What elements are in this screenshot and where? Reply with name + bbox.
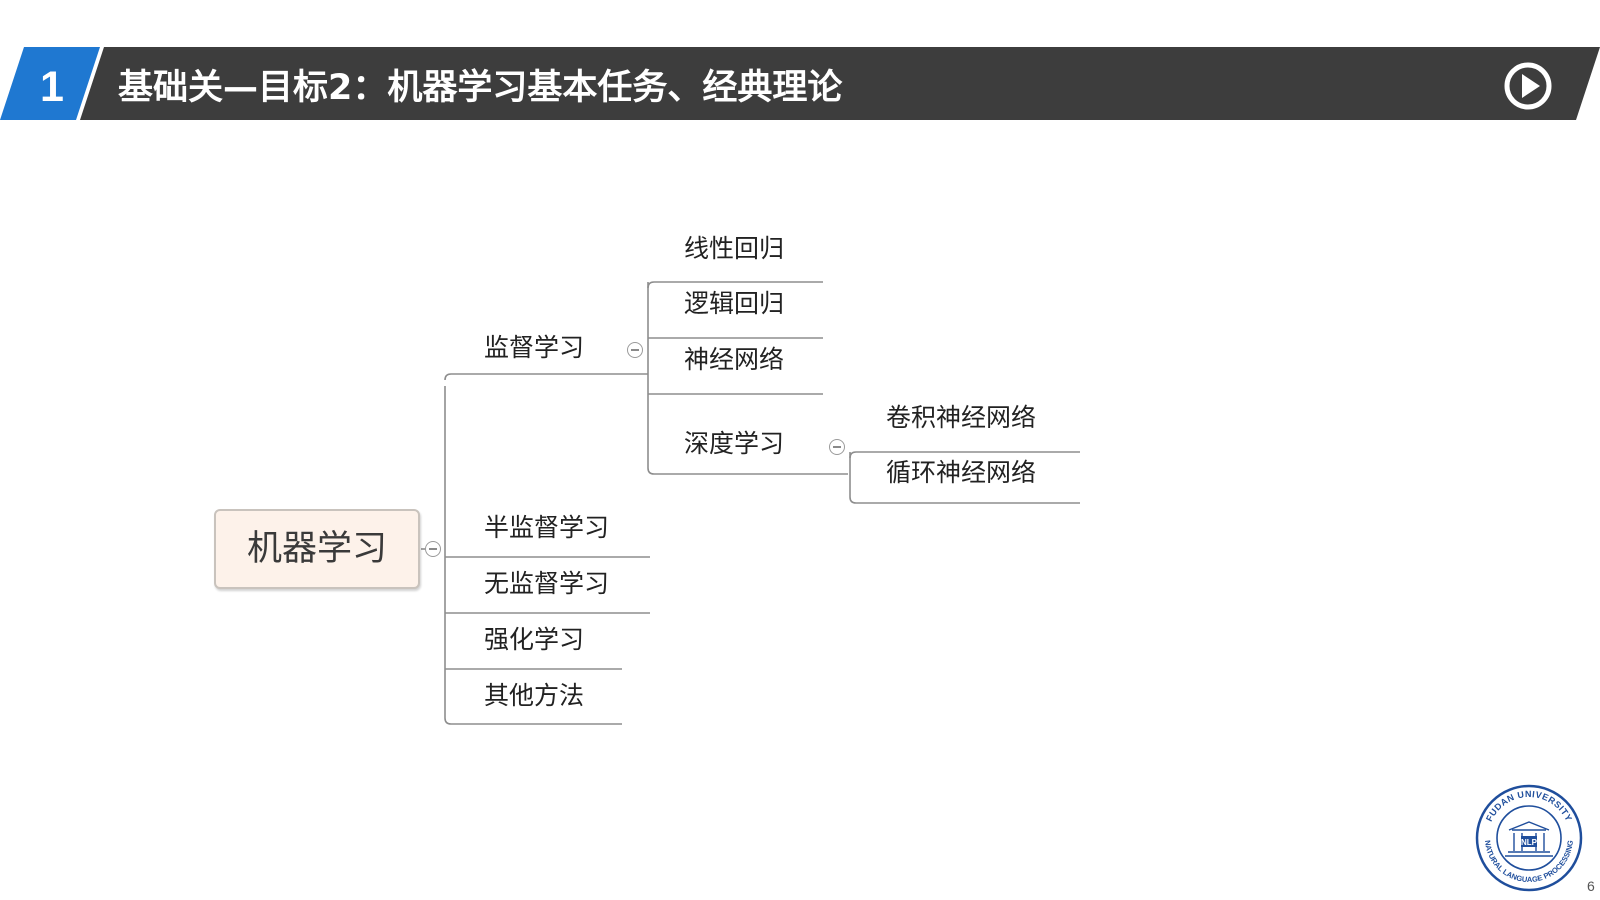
header-banner: 1 基础关—目标2：机器学习基本任务、经典理论 (0, 0, 1600, 130)
play-button[interactable] (1502, 60, 1554, 112)
node-cnn[interactable]: 卷积神经网络 (886, 403, 1037, 432)
collapse-minus-icon[interactable] (425, 541, 441, 557)
node-reinforcement-learning[interactable]: 强化学习 (484, 625, 585, 654)
title-bar (80, 47, 1600, 120)
root-node[interactable]: 机器学习 (214, 509, 420, 589)
node-logistic-regression[interactable]: 逻辑回归 (684, 289, 785, 318)
node-unsupervised-learning[interactable]: 无监督学习 (484, 569, 610, 598)
fudan-nlp-logo: FUDAN UNIVERSITY NATURAL LANGUAGE PROCES… (1475, 784, 1583, 892)
collapse-minus-icon[interactable] (627, 342, 643, 358)
node-other-methods[interactable]: 其他方法 (484, 681, 585, 710)
collapse-minus-icon[interactable] (829, 439, 845, 455)
page-title: 基础关—目标2：机器学习基本任务、经典理论 (118, 68, 843, 108)
node-linear-regression[interactable]: 线性回归 (684, 234, 785, 263)
page-number: 6 (1587, 878, 1595, 894)
node-rnn[interactable]: 循环神经网络 (886, 458, 1037, 487)
node-deep-learning[interactable]: 深度学习 (684, 429, 785, 458)
header-background (0, 47, 1600, 120)
node-neural-network[interactable]: 神经网络 (684, 345, 785, 374)
play-circle-icon (1504, 62, 1552, 110)
node-supervised-learning[interactable]: 监督学习 (484, 333, 585, 362)
section-number-badge (0, 47, 100, 120)
svg-text:NLP: NLP (1521, 838, 1538, 847)
node-semi-supervised-learning[interactable]: 半监督学习 (484, 513, 610, 542)
section-number: 1 (40, 63, 64, 111)
